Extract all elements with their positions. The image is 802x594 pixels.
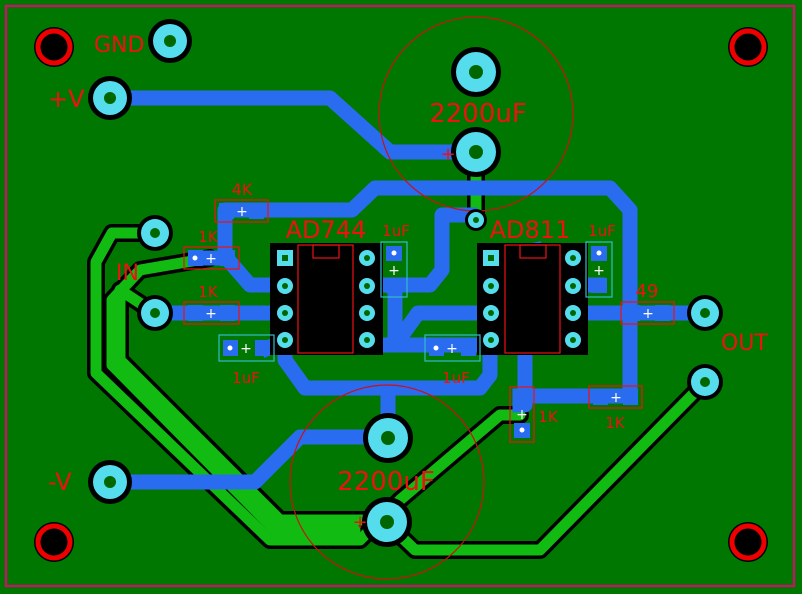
vplus-pad: [88, 76, 132, 120]
svg-text:+: +: [642, 306, 654, 322]
gnd-pad: [148, 19, 192, 63]
cap-1uf-a-label: 1uF: [382, 222, 410, 240]
resistor-1k-c: + 1K: [509, 386, 559, 443]
board-outline: [5, 5, 795, 587]
svg-text:+: +: [205, 251, 217, 267]
svg-text:+: +: [593, 263, 605, 279]
in-pad-1: [137, 215, 173, 251]
resistor-49-label: 49: [636, 281, 659, 302]
cap-top-value-label: 2200uF: [429, 99, 527, 129]
resistor-1k-c-label: 1K: [538, 408, 559, 426]
cap-1uf-b-label: 1uF: [232, 369, 260, 387]
electrolytic-cap-bottom: 2200uF +: [289, 384, 485, 580]
svg-text:+: +: [446, 341, 458, 357]
resistor-49: + 49: [620, 281, 675, 325]
resistor-1k-d-label: 1K: [605, 414, 626, 432]
svg-text:+: +: [240, 341, 252, 357]
ic-ad744: AD744: [270, 216, 383, 355]
out-pad-1: [687, 295, 723, 331]
cap-1uf-a: + 1uF: [380, 222, 410, 298]
mounting-hole-icon: [728, 27, 768, 67]
vminus-label: -V: [48, 468, 72, 496]
cap-1uf-c-label: 1uF: [442, 369, 470, 387]
in-pad-2: [137, 295, 173, 331]
svg-text:+: +: [388, 263, 400, 279]
resistor-1k-d: + 1K: [588, 385, 643, 432]
svg-text:+: +: [236, 204, 248, 220]
cap-top-polarity-label: +: [440, 144, 455, 165]
resistor-1k-b-label: 1K: [198, 283, 219, 301]
cap-1uf-b: + 1uF: [218, 334, 275, 387]
resistor-1k-a: + 1K: [183, 228, 240, 270]
mounting-hole-icon: [728, 522, 768, 562]
out-pad-2: [687, 364, 723, 400]
smd-capacitors: + 1uF + 1uF + 1uF + 1uF: [218, 222, 616, 387]
ic-ad811-label: AD811: [490, 216, 571, 244]
svg-text:+: +: [516, 407, 528, 423]
vplus-label: +V: [48, 85, 85, 113]
ic-ad744-label: AD744: [286, 216, 367, 244]
electrolytic-cap-top: 2200uF +: [378, 16, 574, 212]
mounting-holes: [34, 27, 768, 562]
ic-ad811: AD811: [477, 216, 588, 355]
svg-text:+: +: [205, 306, 217, 322]
via-pad: [465, 209, 487, 231]
mounting-hole-icon: [34, 522, 74, 562]
resistor-1k-a-label: 1K: [198, 228, 219, 246]
cap-bottom-polarity-label: +: [352, 512, 367, 533]
cap-1uf-d-label: 1uF: [588, 222, 616, 240]
resistor-1k-b: + 1K: [183, 283, 240, 325]
resistor-4k: + 4K: [214, 180, 269, 223]
smd-resistors: + 4K + 1K + 1K + 1K: [183, 180, 675, 443]
in-label: IN: [116, 261, 139, 286]
vminus-pad: [88, 460, 132, 504]
connector-pads: [88, 19, 723, 504]
cap-1uf-c: + 1uF: [424, 334, 481, 387]
out-label: OUT: [721, 331, 768, 356]
gnd-label: GND: [94, 33, 144, 58]
resistor-4k-label: 4K: [232, 180, 253, 199]
cap-1uf-d: + 1uF: [585, 222, 616, 298]
svg-text:+: +: [610, 390, 622, 406]
cap-bottom-value-label: 2200uF: [337, 467, 435, 497]
mounting-hole-icon: [34, 27, 74, 67]
